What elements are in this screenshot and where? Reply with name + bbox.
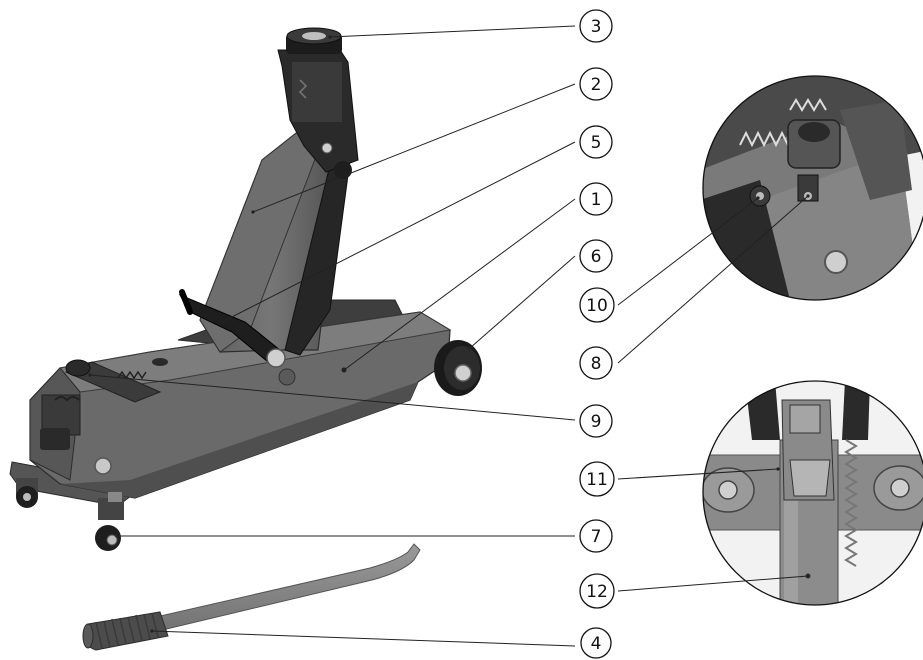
callout-6-label: 6 [591, 247, 602, 267]
callout-12-label: 12 [586, 582, 608, 602]
saddle [286, 27, 342, 54]
callout-11: 11 [579, 461, 615, 497]
leader-9 [89, 374, 576, 421]
leader-8 [617, 195, 809, 364]
detail-pump-piston [702, 380, 923, 606]
leader-5 [221, 141, 576, 323]
leader-3 [329, 25, 576, 38]
rear-caster-left [16, 478, 38, 508]
leader-11 [617, 468, 779, 480]
callout-2-label: 2 [591, 75, 602, 95]
callout-7: 7 [579, 519, 613, 553]
callout-9: 9 [579, 404, 613, 438]
callout-1-label: 1 [591, 190, 602, 210]
callout-10-label: 10 [586, 296, 608, 316]
leader-dots [88, 35, 810, 633]
floor-jack [9, 27, 482, 551]
leader-lines [89, 25, 809, 647]
callout-3-label: 3 [591, 17, 602, 37]
leader-10 [617, 197, 759, 306]
callout-1: 1 [579, 182, 613, 216]
leader-12 [617, 575, 809, 592]
jack-handle [82, 543, 421, 651]
leader-4 [151, 630, 576, 647]
callout-11-label: 11 [586, 470, 608, 490]
leader-6 [469, 255, 576, 349]
callout-7-label: 7 [591, 527, 602, 547]
callout-3: 3 [579, 9, 613, 43]
front-wheel [434, 340, 482, 396]
callout-5-label: 5 [591, 133, 602, 153]
callout-8-label: 8 [591, 354, 602, 374]
callout-12: 12 [579, 573, 615, 609]
callout-4: 4 [580, 627, 612, 659]
leader-1 [343, 198, 576, 371]
detail-release-valve [702, 75, 923, 301]
callout-10: 10 [579, 287, 615, 323]
callout-8: 8 [579, 346, 613, 380]
callout-9-label: 9 [591, 412, 602, 432]
callout-5: 5 [579, 125, 613, 159]
callout-6: 6 [579, 239, 613, 273]
callout-4-label: 4 [591, 634, 602, 654]
leader-2 [252, 83, 576, 213]
rear-caster-right [95, 492, 124, 551]
callout-2: 2 [579, 67, 613, 101]
